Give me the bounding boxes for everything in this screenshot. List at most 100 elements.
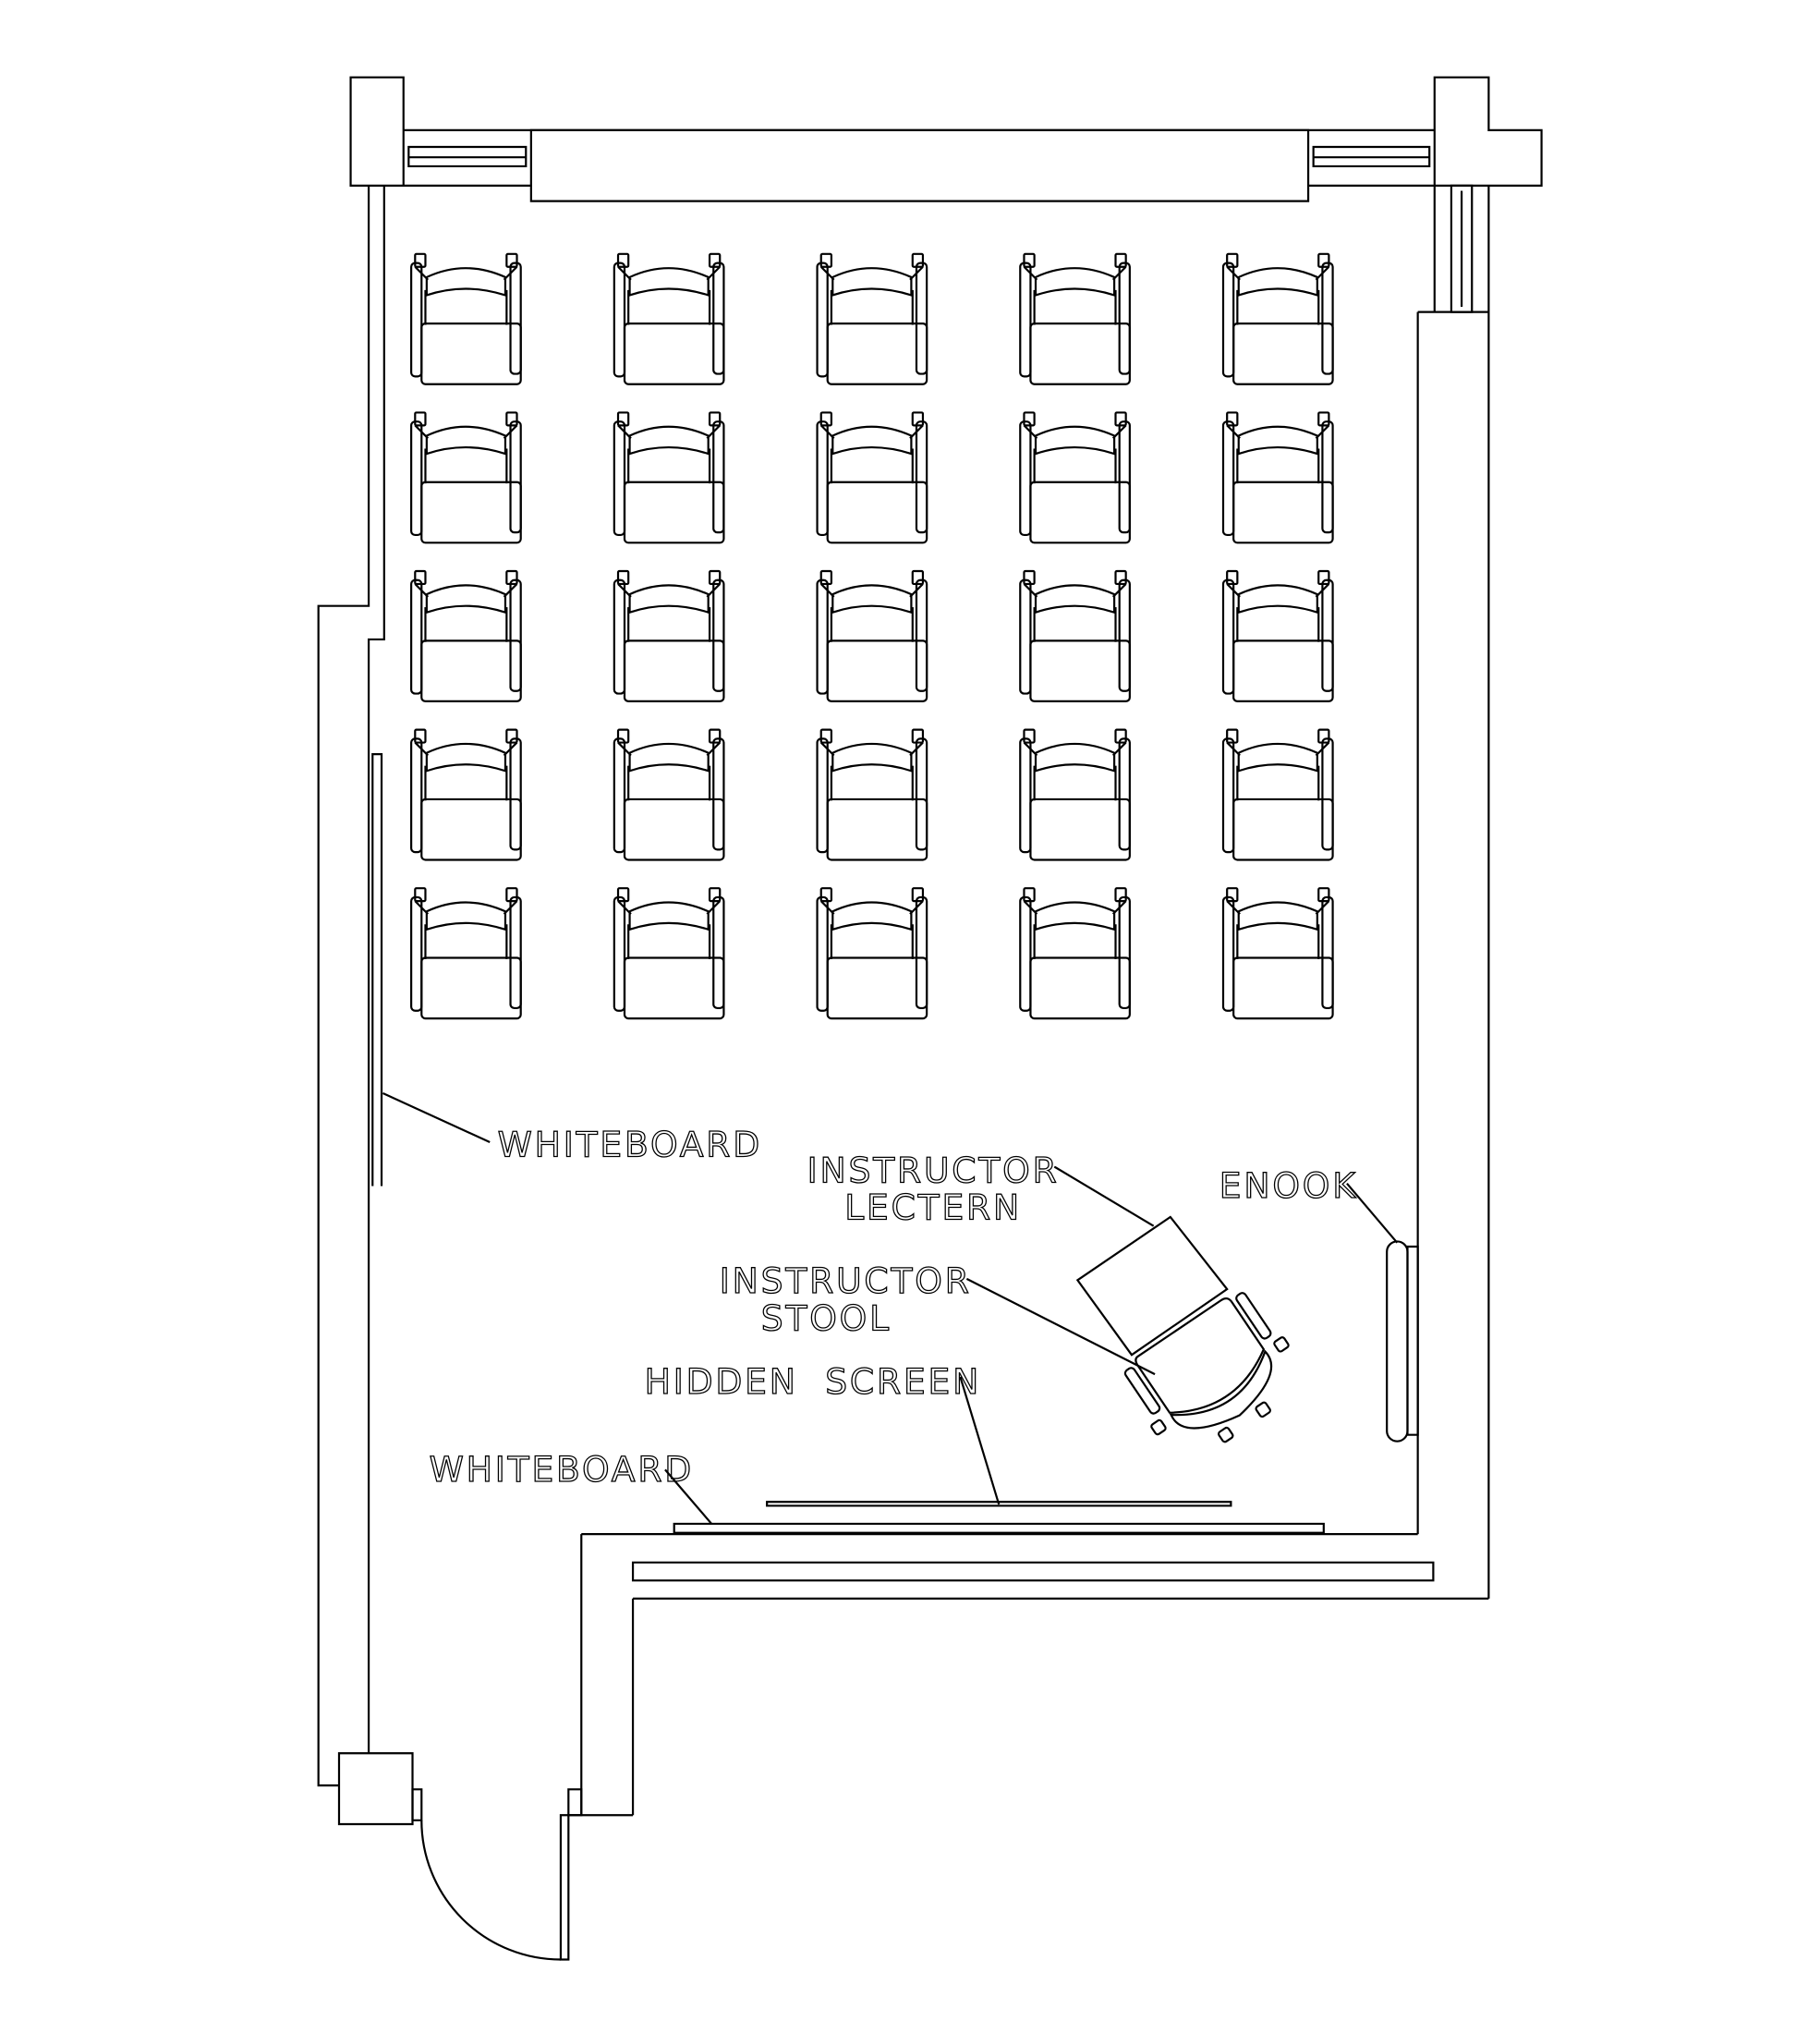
chair-backrest: [832, 744, 911, 771]
chair-backrest: [1036, 903, 1114, 930]
chair-side-rail: [713, 421, 723, 532]
chair-leg: [1227, 730, 1237, 743]
chair-seat: [1030, 640, 1129, 701]
chair-side-rail: [1120, 897, 1130, 1008]
chair-seat: [625, 640, 723, 701]
stool-caster: [1273, 1336, 1289, 1352]
chair-seat: [1233, 482, 1332, 543]
student-chair: [614, 254, 724, 384]
chair-leg: [1227, 254, 1237, 267]
whiteboard-left: [372, 754, 382, 1186]
chair-side-rail: [511, 738, 521, 849]
chair-side-rail: [411, 738, 421, 852]
chair-side-rail: [818, 263, 828, 377]
chair-backrest: [1239, 268, 1317, 295]
chair-side-rail: [1020, 897, 1030, 1011]
chair-leg: [1318, 888, 1329, 901]
window-top-left: [408, 147, 526, 166]
door-leaf[interactable]: [561, 1815, 568, 1959]
chair-leg: [821, 254, 831, 267]
student-chair: [1020, 888, 1130, 1018]
chair-seat: [828, 799, 927, 860]
label-stool-line1: INSTRUCTOR: [720, 1260, 972, 1301]
chair-side-rail: [1322, 897, 1332, 1008]
chair-side-rail: [1120, 421, 1130, 532]
student-chair: [614, 888, 724, 1018]
chair-seat: [625, 799, 723, 860]
student-chair: [411, 412, 521, 542]
leader-lines: [382, 1093, 1397, 1524]
chair-backrest: [630, 268, 709, 295]
chair-leg: [415, 888, 425, 901]
chair-leg: [415, 254, 425, 267]
chair-side-rail: [511, 421, 521, 532]
chair-backrest: [1036, 268, 1114, 295]
chair-leg: [1116, 571, 1126, 584]
student-chair: [818, 730, 928, 860]
chair-leg: [1318, 571, 1329, 584]
chair-backrest: [630, 903, 709, 930]
chair-side-rail: [411, 263, 421, 377]
chair-backrest: [1239, 585, 1317, 612]
door-jamb-right: [568, 1789, 581, 1815]
chair-side-rail: [511, 897, 521, 1008]
chair-leg: [506, 412, 516, 425]
student-chair: [818, 888, 928, 1018]
chair-leg: [821, 571, 831, 584]
chair-leg: [710, 254, 720, 267]
chair-side-rail: [1020, 421, 1030, 535]
label-hidden-screen: HIDDEN SCREEN: [645, 1361, 981, 1402]
chair-backrest: [832, 268, 911, 295]
stool-armrest-right: [1235, 1292, 1272, 1341]
chair-leg: [415, 412, 425, 425]
chair-backrest: [832, 427, 911, 454]
leader-whiteboard-left: [382, 1093, 490, 1142]
chair-side-rail: [713, 263, 723, 374]
chair-seat: [625, 482, 723, 543]
chair-seat: [625, 323, 723, 384]
chair-backrest: [427, 744, 505, 771]
leader-stool: [966, 1279, 1155, 1374]
student-chair: [1020, 254, 1130, 384]
chair-leg: [821, 888, 831, 901]
chair-leg: [1227, 571, 1237, 584]
chair-side-rail: [818, 580, 828, 694]
chair-backrest: [427, 427, 505, 454]
student-seating: [411, 254, 1332, 1018]
student-chair: [411, 888, 521, 1018]
front-wall: [568, 1534, 1488, 1815]
chair-side-rail: [818, 738, 828, 852]
entry-door[interactable]: [421, 1815, 568, 1959]
chair-leg: [1116, 730, 1126, 743]
label-lectern-line2: LECTERN: [844, 1187, 1022, 1228]
chair-side-rail: [1120, 738, 1130, 849]
door-jamb-left: [413, 1789, 422, 1820]
instructor-lectern: [1077, 1217, 1227, 1355]
chair-leg: [415, 730, 425, 743]
label-lectern-line1: INSTRUCTOR: [807, 1150, 1060, 1190]
chair-leg: [618, 888, 628, 901]
chair-leg: [1024, 730, 1034, 743]
student-chair: [411, 571, 521, 701]
chair-side-rail: [818, 897, 828, 1011]
chair-leg: [821, 730, 831, 743]
chair-side-rail: [411, 421, 421, 535]
student-chair: [1223, 412, 1333, 542]
chair-leg: [1116, 412, 1126, 425]
chair-leg: [1024, 571, 1034, 584]
instructor-stool: [1114, 1283, 1314, 1471]
chair-side-rail: [411, 897, 421, 1011]
chair-leg: [618, 571, 628, 584]
label-enook: ENOOK: [1219, 1165, 1358, 1206]
chair-seat: [1030, 323, 1129, 384]
chair-backrest: [427, 903, 505, 930]
chair-backrest: [832, 903, 911, 930]
chair-leg: [913, 254, 923, 267]
chair-side-rail: [1223, 897, 1233, 1011]
chair-seat: [1233, 323, 1332, 384]
left-column: [351, 78, 404, 186]
chair-leg: [618, 254, 628, 267]
label-whiteboard-left: WHITEBOARD: [498, 1124, 762, 1164]
chair-side-rail: [411, 580, 421, 694]
chair-leg: [1227, 412, 1237, 425]
